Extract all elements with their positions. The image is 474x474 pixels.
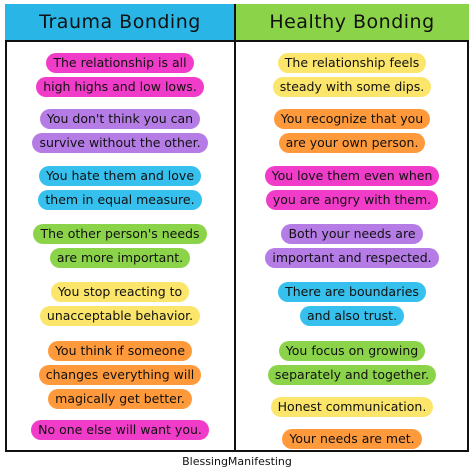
healthy-item-line: You focus on growing: [278, 341, 426, 361]
healthy-item-line: Honest communication.: [270, 397, 434, 417]
healthy-item: Both your needs are important and respect…: [240, 221, 464, 269]
healthy-item-line: are your own person.: [278, 133, 426, 153]
trauma-item-line: are more important.: [49, 248, 191, 268]
trauma-item: You think if someone changes everything w…: [10, 338, 230, 410]
trauma-item-line: high highs and low lows.: [36, 77, 204, 97]
trauma-item-line: You stop reacting to: [50, 282, 190, 302]
healthy-item-line: Both your needs are: [281, 224, 423, 244]
trauma-item-line: magically get better.: [48, 389, 192, 409]
trauma-item-line: The other person's needs: [33, 224, 207, 244]
healthy-item: There are boundaries and also trust.: [240, 279, 464, 327]
trauma-item-line: survive without the other.: [32, 133, 208, 153]
healthy-item-line: The relationship feels: [277, 53, 427, 73]
healthy-item: You focus on growing separately and toget…: [240, 338, 464, 386]
healthy-item-line: There are boundaries: [278, 282, 426, 302]
trauma-item-line: changes everything will: [38, 365, 202, 385]
trauma-item-line: them in equal measure.: [38, 190, 202, 210]
healthy-item-line: Your needs are met.: [282, 429, 422, 449]
trauma-item: You don't think you can survive without t…: [10, 106, 230, 154]
healthy-item-line: steady with some dips.: [272, 77, 432, 97]
footer-credit: BlessingManifesting: [182, 455, 292, 468]
healthy-item-line: You recognize that you: [273, 109, 431, 129]
trauma-item-line: You think if someone: [47, 341, 193, 361]
healthy-item-line: important and respected.: [265, 248, 439, 268]
trauma-item-line: unacceptable behavior.: [39, 306, 201, 326]
trauma-item: You stop reacting to unacceptable behavio…: [10, 279, 230, 327]
trauma-item: The other person's needs are more importa…: [10, 221, 230, 269]
healthy-item-line: separately and together.: [267, 365, 437, 385]
header-healthy-bonding: Healthy Bonding: [235, 4, 469, 42]
healthy-item: Honest communication.: [240, 394, 464, 418]
healthy-item: You recognize that you are your own perso…: [240, 106, 464, 154]
healthy-item: You love them even when you are angry wit…: [240, 163, 464, 211]
trauma-item-line: You don't think you can: [39, 109, 201, 129]
trauma-item-line: No one else will want you.: [31, 420, 209, 440]
healthy-item-line: you are angry with them.: [265, 190, 439, 210]
trauma-item: The relationship is all high highs and lo…: [10, 50, 230, 98]
trauma-item-line: You hate them and love: [38, 166, 202, 186]
trauma-item: You hate them and love them in equal meas…: [10, 163, 230, 211]
header-trauma-bonding: Trauma Bonding: [5, 4, 235, 42]
healthy-item: The relationship feels steady with some d…: [240, 50, 464, 98]
column-divider: [234, 4, 236, 452]
healthy-item-line: You love them even when: [264, 166, 440, 186]
trauma-item: No one else will want you.: [10, 417, 230, 441]
trauma-item-line: The relationship is all: [46, 53, 194, 73]
healthy-item: Your needs are met.: [240, 426, 464, 450]
healthy-item-line: and also trust.: [299, 306, 405, 326]
